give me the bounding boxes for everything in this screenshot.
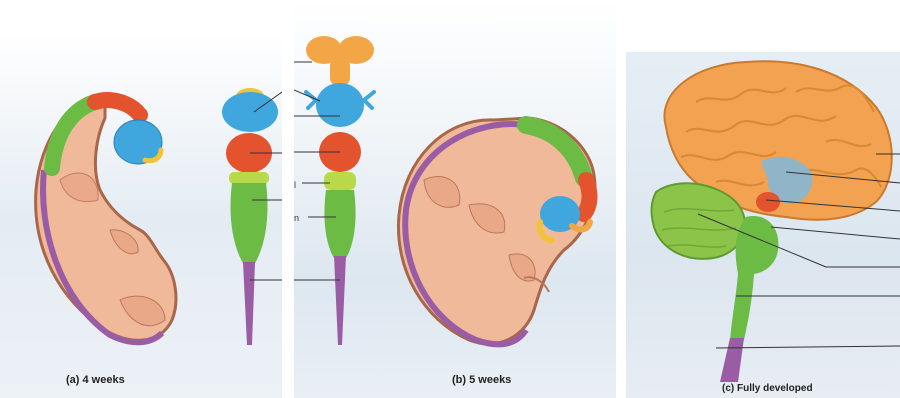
adult-brain-illustration [626, 52, 900, 398]
embryo-4-weeks-illustration [0, 0, 282, 398]
panel-fully-developed: (c) Fully developed [626, 52, 900, 398]
caption-c: (c) Fully developed [722, 383, 813, 394]
panel-5-weeks: l n (b) 5 weeks [294, 0, 616, 398]
label-fragment-b-row4: l [294, 180, 296, 190]
caption-a: (a) 4 weeks [66, 374, 125, 386]
fragment-labels-b: l n [294, 0, 354, 240]
label-fragment-b-row5: n [294, 213, 299, 223]
caption-b: (b) 5 weeks [452, 374, 511, 386]
panel-4-weeks: (a) 4 weeks [0, 0, 282, 398]
